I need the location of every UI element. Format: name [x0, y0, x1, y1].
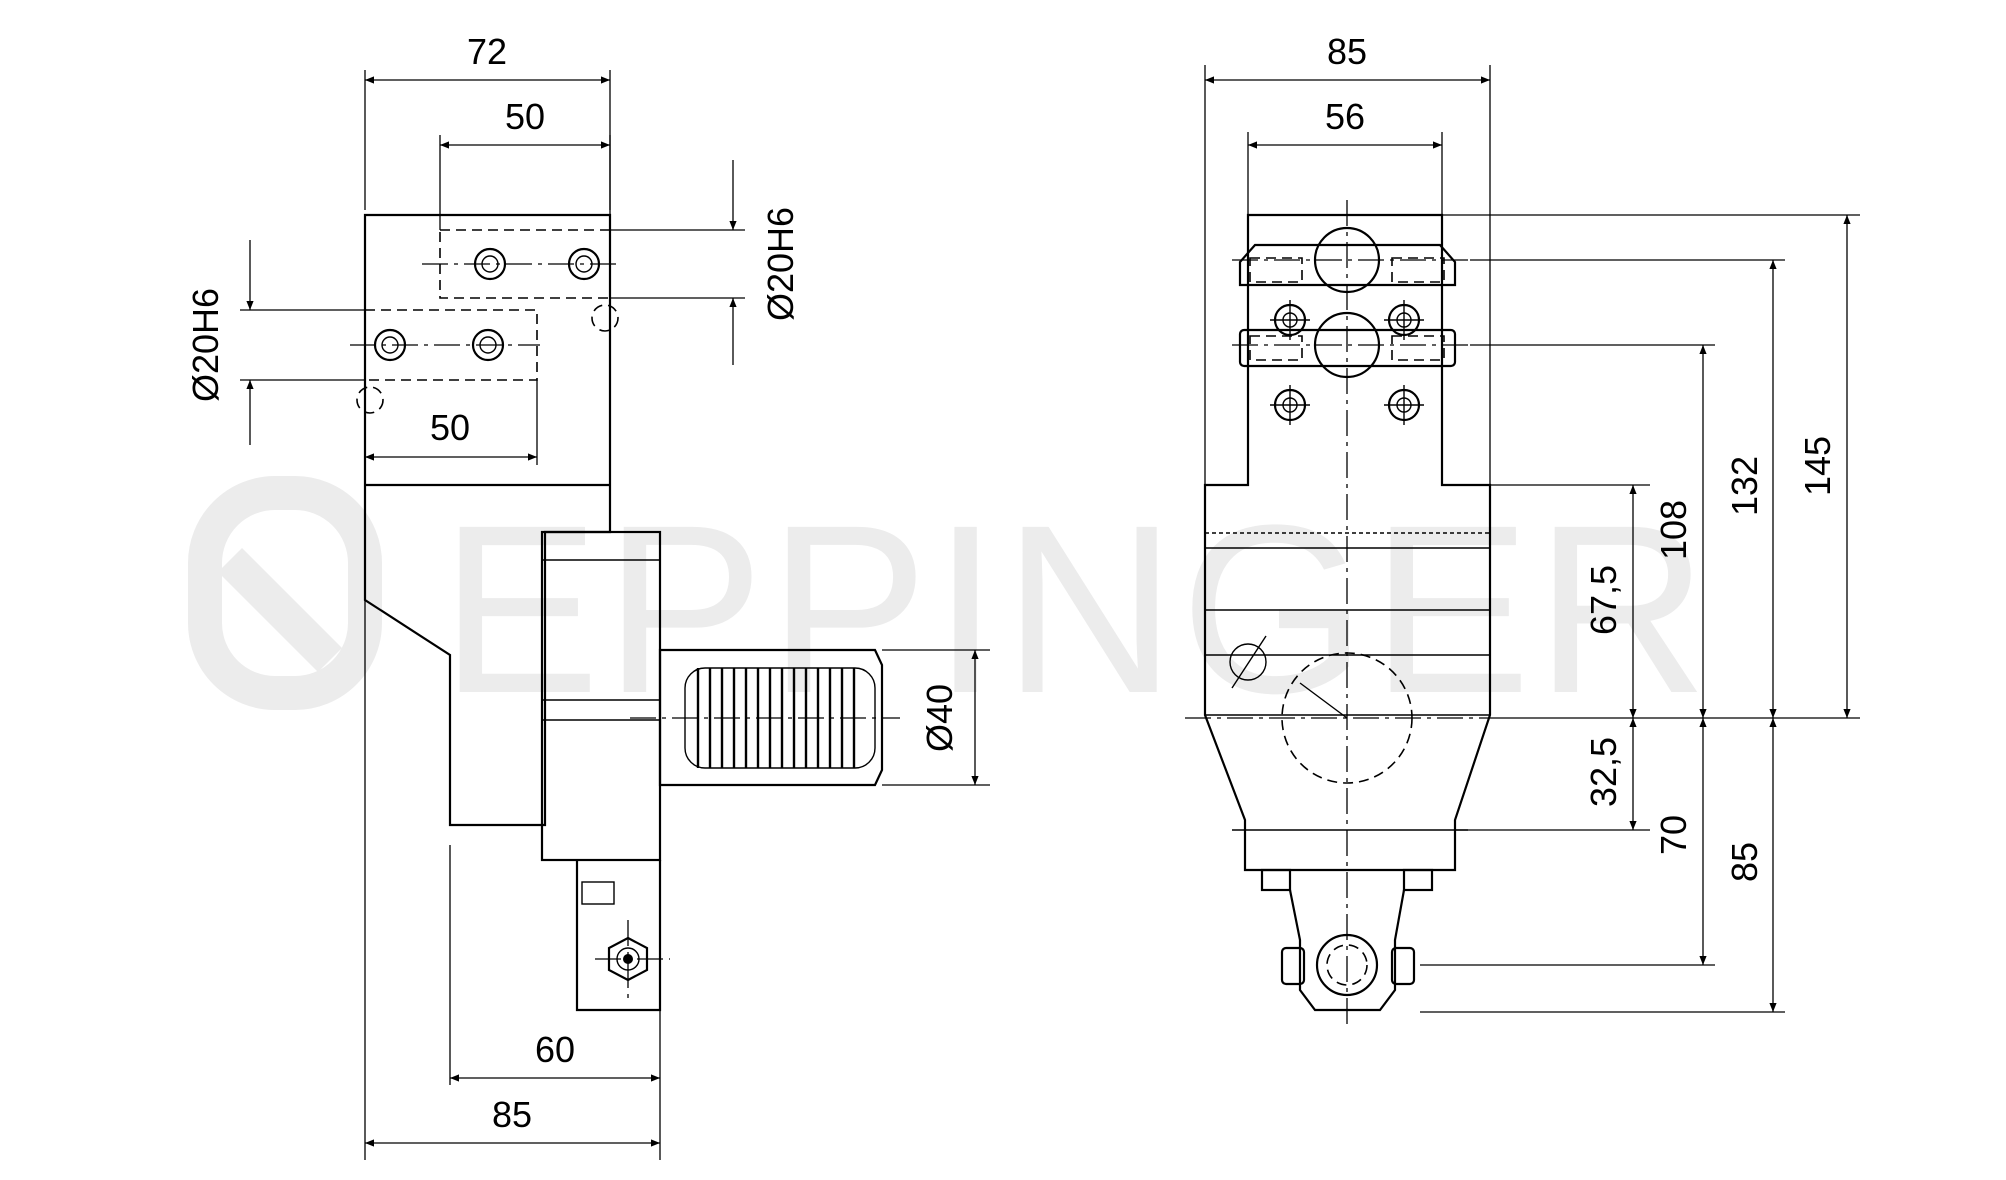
- eppinger-logo-icon: [188, 476, 382, 710]
- dim-height-32-5: 32,5: [1583, 737, 1624, 807]
- watermark: EPPINGER: [188, 475, 1712, 743]
- right-upper-clamp: [1238, 243, 1457, 287]
- left-bottom-clamp: [575, 860, 662, 1012]
- watermark-text: EPPINGER: [440, 475, 1712, 743]
- dim-left-top-holes: 50: [505, 96, 545, 137]
- dim-right-bore: Ø20H6: [760, 207, 801, 321]
- dim-height-145: 145: [1797, 436, 1838, 496]
- right-view: 85 56 145 132 108 67,5 32,5 70: [1185, 31, 1860, 1025]
- right-screw-icon: [1270, 300, 1310, 340]
- left-view: 72 50 50 Ø20H6 Ø20H6 Ø40 60 85: [185, 31, 990, 1160]
- dim-left-lower-holes: 50: [430, 407, 470, 448]
- dim-left-top-overall: 72: [467, 31, 507, 72]
- dim-left-bore: Ø20H6: [185, 288, 226, 402]
- right-screw-icon: [1270, 385, 1310, 425]
- dim-height-132: 132: [1724, 456, 1765, 516]
- right-angle-mark-icon: [1229, 635, 1267, 689]
- dim-right-top-inner: 56: [1325, 96, 1365, 137]
- dim-right-top-overall: 85: [1327, 31, 1367, 72]
- dim-height-85: 85: [1724, 842, 1765, 882]
- dim-left-bottom-inner: 60: [535, 1029, 575, 1070]
- dim-height-108: 108: [1653, 500, 1694, 560]
- left-body-outline: [363, 213, 612, 827]
- dim-height-70: 70: [1653, 815, 1694, 855]
- dim-shank-diameter: Ø40: [919, 684, 960, 752]
- right-screw-icon: [1384, 385, 1424, 425]
- left-shank: [658, 648, 884, 787]
- dim-left-bottom-overall: 85: [492, 1094, 532, 1135]
- right-screw-icon: [1384, 300, 1424, 340]
- dim-height-67-5: 67,5: [1583, 565, 1624, 635]
